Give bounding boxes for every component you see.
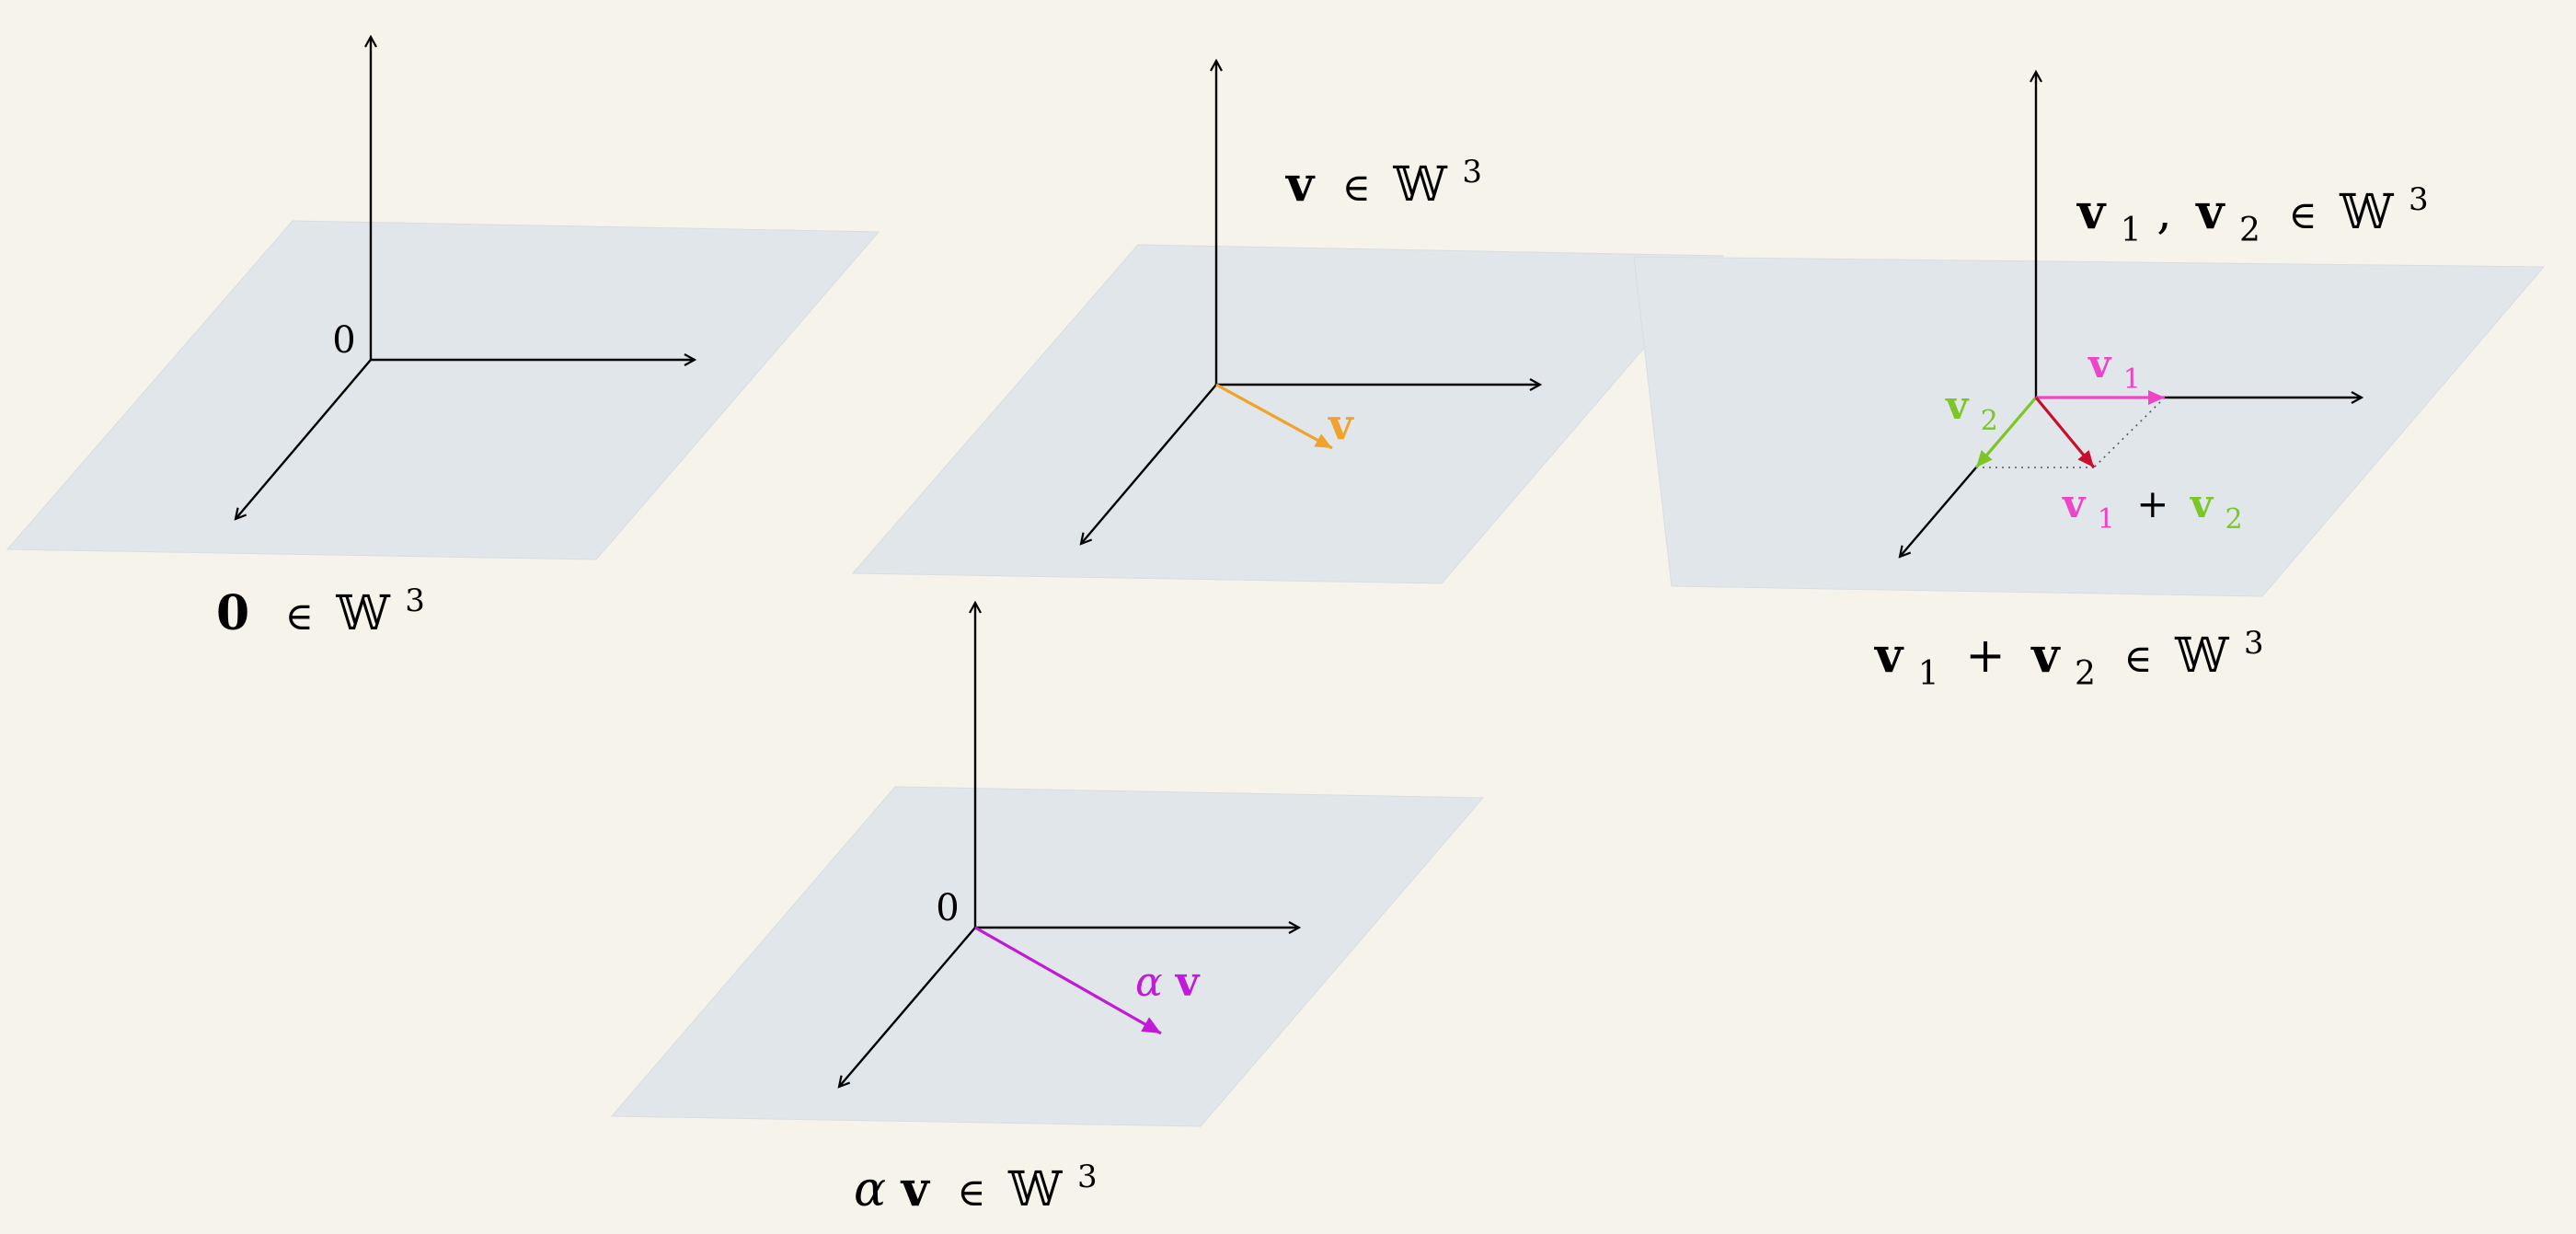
vector-alpha-v-label: α v <box>1135 959 1201 1006</box>
plane <box>851 244 1725 584</box>
vector-v-label: v <box>1328 399 1354 449</box>
panel-vector-v: v v ∈ 𝕎 3 <box>851 61 1725 584</box>
caption: 0 ∈ 𝕎 3 <box>216 582 425 641</box>
vector-sum-label: v 1 + v 2 <box>2062 481 2243 537</box>
vector-v1-label: v 1 <box>2087 341 2141 396</box>
caption: α v ∈ 𝕎 3 <box>854 1159 1098 1217</box>
panel-vector-sum: v 1 v 2 v 1 + v 2 v 1 , v 2 ∈ 𝕎 3 v 1 + <box>1633 72 2546 697</box>
plane <box>1633 256 2546 597</box>
title: v 1 , v 2 ∈ 𝕎 3 <box>2076 181 2429 253</box>
vector-alpha-v <box>974 926 1162 1035</box>
origin-label: 0 <box>936 887 959 929</box>
vector-v2-label: v 2 <box>1945 383 1998 437</box>
plane <box>610 786 1485 1127</box>
y-axis <box>1081 384 1217 544</box>
vector-v2 <box>1974 396 2038 469</box>
origin-label: 0 <box>332 319 355 362</box>
caption: v 1 + v 2 ∈ 𝕎 3 <box>1874 625 2264 697</box>
y-axis <box>236 359 372 519</box>
vector-v <box>1215 383 1333 450</box>
vector-sum <box>2034 396 2096 469</box>
plane <box>6 220 880 560</box>
title: v ∈ 𝕎 3 <box>1285 154 1482 213</box>
panel-scalar-multiple: 0 α v α v ∈ 𝕎 3 <box>610 603 1485 1217</box>
panel-zero-vector: 0 0 ∈ 𝕎 3 <box>6 37 880 641</box>
y-axis <box>839 927 976 1087</box>
